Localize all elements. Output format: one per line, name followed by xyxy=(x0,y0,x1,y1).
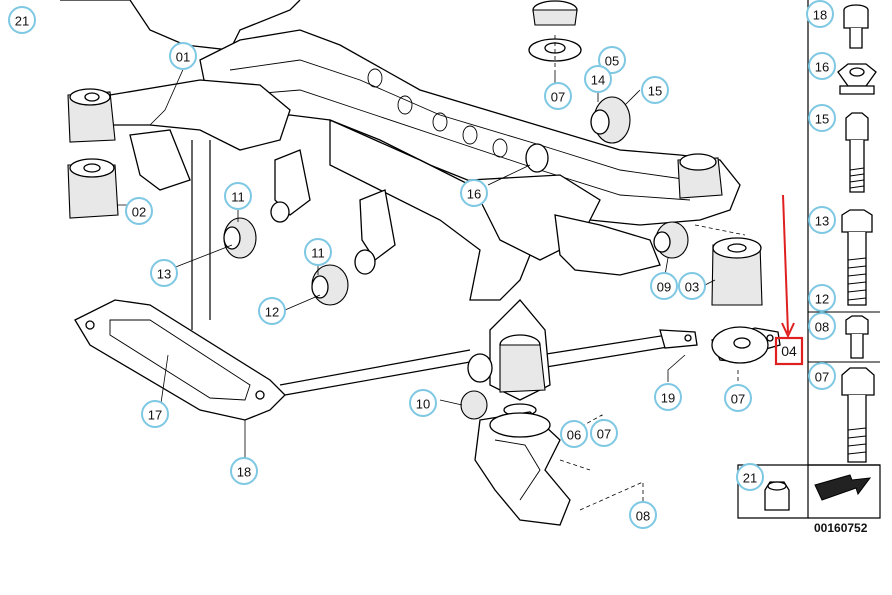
bushing-15 xyxy=(590,96,631,144)
left-subframe-mount xyxy=(67,88,119,219)
callout-03[interactable]: 03 xyxy=(678,272,706,300)
svg-text:12: 12 xyxy=(815,292,829,307)
svg-text:07: 07 xyxy=(815,370,829,385)
legend-bolt-08 xyxy=(845,315,869,359)
callout-18[interactable]: 18 xyxy=(230,457,258,485)
svg-text:21: 21 xyxy=(743,471,757,486)
legend-callout-12[interactable]: 12 xyxy=(808,284,836,312)
svg-text:11: 11 xyxy=(311,246,325,261)
svg-text:05: 05 xyxy=(605,54,619,69)
bushing-13 xyxy=(223,217,257,259)
svg-text:07: 07 xyxy=(597,427,611,442)
right-subframe-mount xyxy=(677,153,763,306)
subframe xyxy=(60,0,741,330)
svg-text:02: 02 xyxy=(132,205,146,220)
legend-bolt-15 xyxy=(845,112,869,193)
bushing-12 xyxy=(311,264,349,306)
direction-arrow-icon xyxy=(814,474,872,501)
callout-13[interactable]: 13 xyxy=(150,259,178,287)
svg-text:15: 15 xyxy=(815,112,829,127)
svg-text:13: 13 xyxy=(815,214,829,229)
callout-14[interactable]: 14 xyxy=(584,65,612,93)
mount-plate-04 xyxy=(711,326,781,364)
callout-16[interactable]: 16 xyxy=(460,179,488,207)
svg-text:08: 08 xyxy=(815,320,829,335)
legend-cap-21 xyxy=(764,481,790,511)
callout-10[interactable]: 10 xyxy=(409,389,437,417)
svg-text:10: 10 xyxy=(416,397,430,412)
callout-01[interactable]: 01 xyxy=(169,42,197,70)
svg-text:06: 06 xyxy=(567,428,581,443)
callout-02[interactable]: 02 xyxy=(125,197,153,225)
svg-text:16: 16 xyxy=(815,60,829,75)
svg-text:19: 19 xyxy=(661,391,675,406)
legend-bolt-18 xyxy=(843,4,869,49)
svg-text:01: 01 xyxy=(176,50,190,65)
bushing-16 xyxy=(525,143,549,173)
legend-callout-08[interactable]: 08 xyxy=(808,312,836,340)
legend-callout-18[interactable]: 18 xyxy=(806,0,834,28)
callout-07-c[interactable]: 07 xyxy=(590,419,618,447)
legend-panel xyxy=(737,0,881,519)
highlight-callout-04[interactable]: 04 xyxy=(774,336,804,366)
callout-21-top[interactable]: 21 xyxy=(8,6,36,34)
legend-callout-15[interactable]: 15 xyxy=(808,104,836,132)
svg-text:09: 09 xyxy=(657,280,671,295)
svg-text:13: 13 xyxy=(157,267,171,282)
callout-11-b[interactable]: 11 xyxy=(304,238,332,266)
bushing-11-left xyxy=(270,201,290,223)
callout-07-a[interactable]: 07 xyxy=(544,82,572,110)
bushing-09 xyxy=(653,221,689,259)
reference-number: 00160752 xyxy=(814,521,868,535)
legend-bolt-07 xyxy=(841,367,875,463)
legend-callout-16[interactable]: 16 xyxy=(808,52,836,80)
legend-bolt-13 xyxy=(841,209,873,306)
svg-text:15: 15 xyxy=(648,84,662,99)
svg-text:03: 03 xyxy=(685,280,699,295)
callout-06[interactable]: 06 xyxy=(560,420,588,448)
callout-09[interactable]: 09 xyxy=(650,272,678,300)
svg-text:21: 21 xyxy=(15,14,29,29)
svg-text:07: 07 xyxy=(731,392,745,407)
svg-text:18: 18 xyxy=(237,465,251,480)
track-rod-19 xyxy=(539,329,698,369)
callout-05[interactable]: 05 xyxy=(598,46,626,74)
svg-text:18: 18 xyxy=(813,8,827,23)
legend-callout-07[interactable]: 07 xyxy=(808,362,836,390)
legend-callout-13[interactable]: 13 xyxy=(808,206,836,234)
callout-11-a[interactable]: 11 xyxy=(224,182,252,210)
legend-nut-16 xyxy=(837,63,877,95)
svg-text:08: 08 xyxy=(636,509,650,524)
callout-12[interactable]: 12 xyxy=(258,297,286,325)
callout-08[interactable]: 08 xyxy=(629,501,657,529)
highlight-arrow xyxy=(781,194,795,339)
rear-mount-assembly xyxy=(460,299,551,420)
svg-text:16: 16 xyxy=(467,187,481,202)
carrier-bracket-08 xyxy=(474,411,571,526)
bushing-11-right xyxy=(354,249,376,275)
svg-text:04: 04 xyxy=(781,343,797,359)
callout-15[interactable]: 15 xyxy=(641,76,669,104)
svg-text:07: 07 xyxy=(551,90,565,105)
legend-callout-21[interactable]: 21 xyxy=(736,463,764,491)
svg-text:17: 17 xyxy=(148,408,162,423)
callout-07-b[interactable]: 07 xyxy=(724,384,752,412)
svg-text:12: 12 xyxy=(265,305,279,320)
rear-brace xyxy=(74,299,471,421)
callout-19[interactable]: 19 xyxy=(654,383,682,411)
svg-text:14: 14 xyxy=(591,73,605,88)
callout-17[interactable]: 17 xyxy=(141,400,169,428)
svg-text:11: 11 xyxy=(231,190,245,205)
